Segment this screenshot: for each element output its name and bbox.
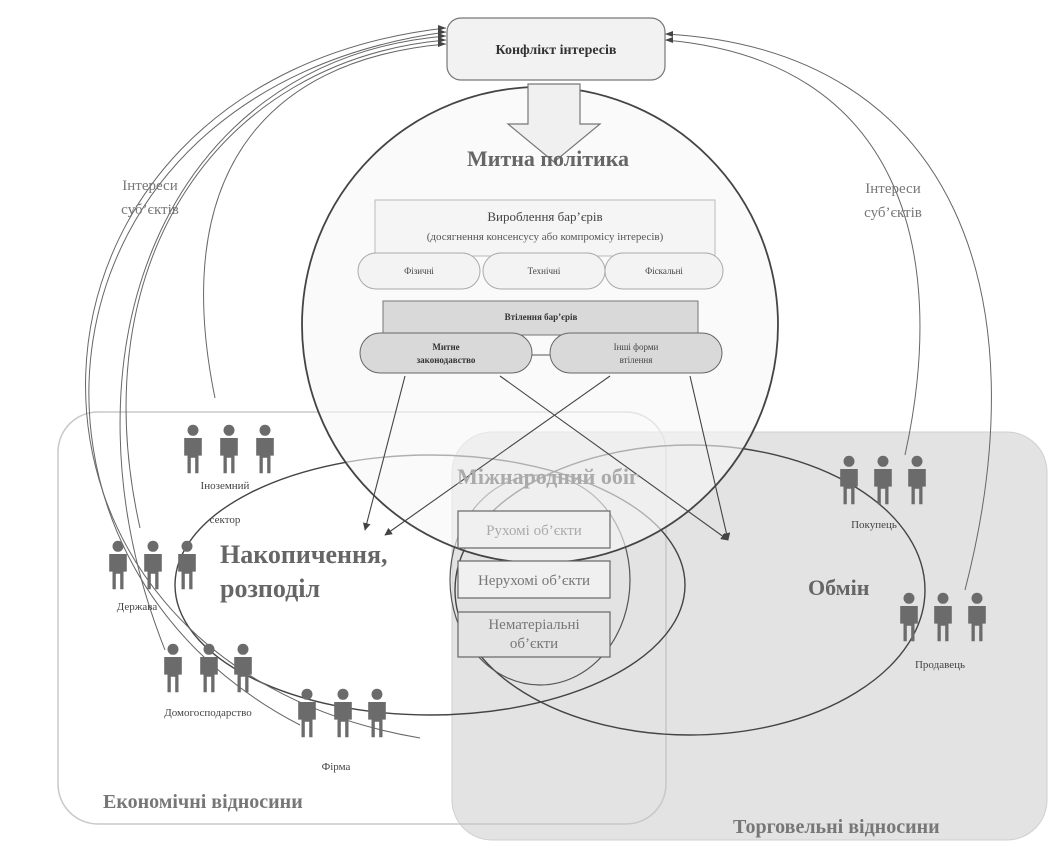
impl-other-forms-line1: Інші форми	[614, 342, 659, 352]
barrier-implementation-box	[382, 300, 699, 336]
people-group-icon-household	[164, 643, 252, 693]
group-seller-label: Продавець	[915, 659, 965, 671]
object-immovable-label: Нерухомі об’єкти	[478, 573, 590, 589]
people-group-icon-foreign	[184, 424, 274, 474]
object-box-immovable	[457, 560, 611, 599]
exchange-label: Обмін	[808, 575, 870, 600]
barrier-type-fiscal-label: Фіскальні	[645, 266, 683, 276]
people-group-icon-state	[109, 540, 196, 590]
impl-other-forms	[549, 332, 723, 374]
group-foreign-line1: Іноземний	[201, 480, 250, 492]
object-box-intangible	[457, 611, 611, 658]
group-household-label: Домогосподарство	[164, 707, 252, 719]
conflict-label: Конфлікт інтересів	[496, 43, 617, 58]
impl-customs-law	[359, 332, 533, 374]
interest-arrowheads-right	[665, 31, 673, 43]
group-buyer-label: Покупець	[851, 519, 897, 531]
economic-relations-label: Економічні відносини	[103, 791, 303, 813]
implementation-arrows	[363, 375, 731, 541]
interest-arrowheads-left	[438, 25, 446, 47]
object-box-movable	[457, 510, 611, 549]
interests-right-line2: суб’єктів	[864, 205, 922, 221]
impl-customs-law-line1: Митне	[432, 342, 459, 352]
impl-other-forms-line2: втілення	[620, 355, 653, 365]
policy-title: Митна політика	[467, 146, 629, 171]
interests-right-line1: Інтереси	[865, 181, 920, 197]
interests-left-line2: суб’єктів	[121, 202, 179, 218]
barrier-type-physical	[357, 252, 481, 290]
barrier-development-box	[374, 199, 716, 257]
object-movable-label: Рухомі об’єкти	[486, 523, 582, 539]
barrier-implementation-title: Втілення бар’єрів	[505, 312, 578, 322]
object-intangible-line1: Нематеріальні	[488, 617, 579, 633]
interests-left-line1: Інтереси	[122, 178, 177, 194]
accumulation-label-line2: розподіл	[220, 574, 320, 603]
trade-relations-label: Торговельні відносини	[733, 816, 940, 838]
barrier-type-technical-label: Технічні	[528, 266, 561, 276]
group-firm-label: Фірма	[322, 761, 351, 773]
group-state-label: Держава	[117, 601, 158, 613]
block-arrow-down-icon	[506, 83, 602, 163]
conflict-box	[446, 17, 666, 81]
object-intangible-line2: об’єкти	[510, 636, 558, 652]
accumulation-label-line1: Накопичення,	[220, 540, 388, 569]
barrier-development-subtitle: (досягнення консенсусу або компромісу ін…	[427, 231, 664, 243]
barrier-development-title: Вироблення бар’єрів	[487, 209, 602, 224]
barrier-type-physical-label: Фізичні	[404, 266, 434, 276]
interest-lines-right	[664, 33, 992, 591]
circulation-title: Міжнародний обіг	[457, 464, 639, 489]
group-foreign-line2: сектор	[210, 514, 241, 526]
barrier-type-fiscal	[604, 252, 724, 290]
impl-customs-law-line2: законодавство	[417, 355, 476, 365]
people-group-icon-firm	[298, 688, 386, 738]
